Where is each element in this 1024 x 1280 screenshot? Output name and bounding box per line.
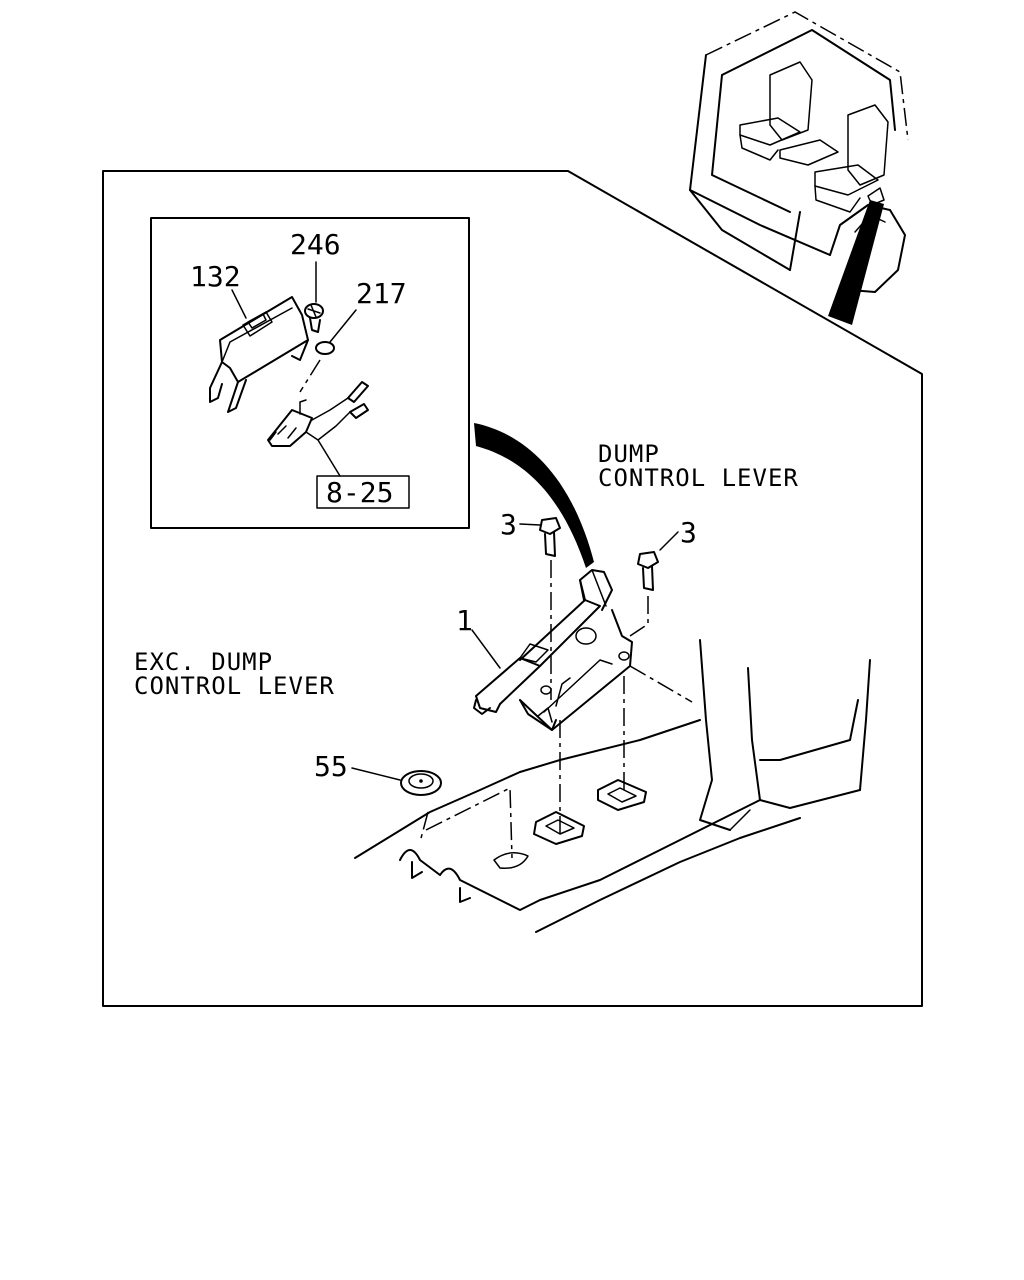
note-exc-line2: CONTROL LEVER — [134, 672, 335, 700]
cover-132-illustration — [209, 296, 309, 413]
note-dump-line2: CONTROL LEVER — [598, 464, 799, 492]
label-1: 1 — [456, 604, 473, 637]
note-exc-line1: EXC. DUMP — [134, 648, 273, 676]
label-246: 246 — [290, 228, 341, 261]
label-55: 55 — [314, 750, 348, 783]
inset-detail-box — [150, 217, 470, 529]
main-frame — [102, 170, 923, 1007]
label-3-right: 3 — [680, 516, 697, 549]
bolt-3-left-illustration — [539, 517, 561, 700]
detail-pointer-arrow — [474, 423, 594, 568]
label-132: 132 — [190, 260, 241, 293]
label-217: 217 — [356, 277, 407, 310]
lever-assembly-illustration — [473, 569, 633, 731]
floor-panel-illustration — [354, 639, 871, 933]
switch-assembly-illustration — [267, 359, 369, 447]
ref-box-8-25 — [316, 475, 410, 509]
cab-overview-illustration — [689, 11, 909, 325]
washer-217-illustration — [315, 341, 335, 355]
screw-246-illustration — [304, 303, 324, 333]
note-dump-line1: DUMP — [598, 440, 660, 468]
label-3-left: 3 — [500, 508, 517, 541]
label-8-25: 8-25 — [326, 476, 393, 509]
bolt-3-right-illustration — [629, 551, 659, 637]
